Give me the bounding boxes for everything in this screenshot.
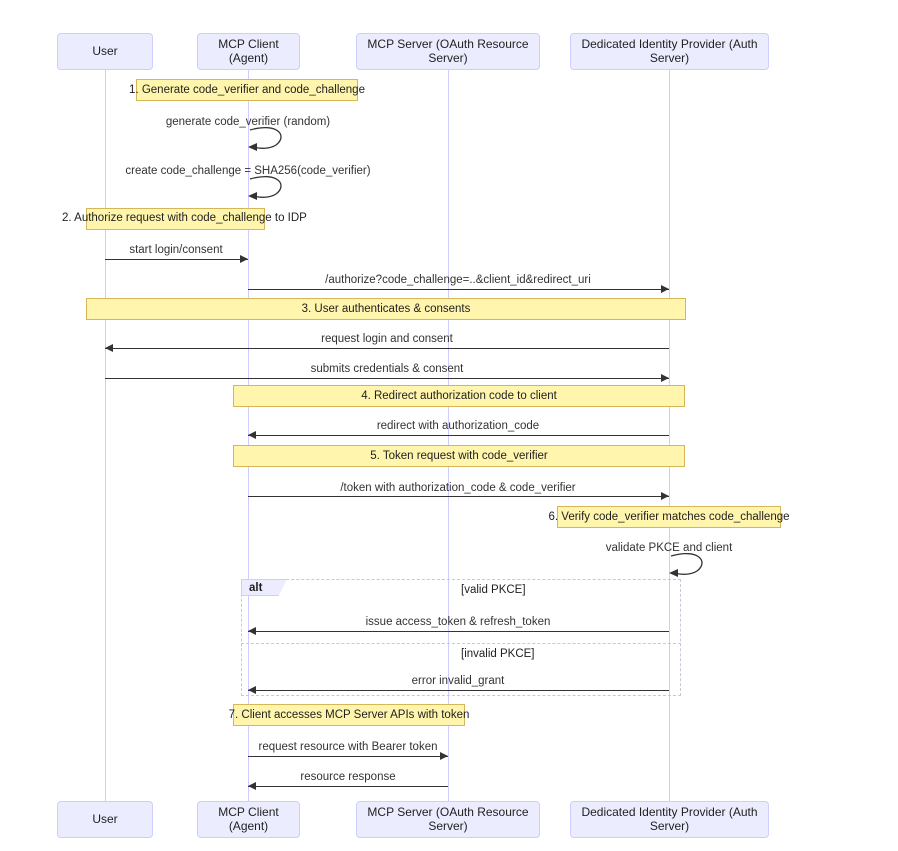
actor-label: Dedicated Identity Provider (Auth Server… <box>581 804 758 833</box>
message-line <box>248 496 669 497</box>
message-line <box>248 756 448 757</box>
message-label: generate code_verifier (random) <box>165 116 331 128</box>
fragment-label: alt <box>249 581 263 594</box>
message-label: issue access_token & refresh_token <box>365 616 551 628</box>
arrow-head-left <box>105 344 113 352</box>
message-line <box>248 786 448 787</box>
self-message-loop <box>669 553 703 577</box>
note-note3: 3. User authenticates & consents <box>86 298 686 320</box>
message-label: submits credentials & consent <box>310 363 464 375</box>
actor-label: MCP Client (Agent) <box>218 804 279 833</box>
self-message-loop <box>248 176 282 200</box>
arrow-head-left <box>248 431 256 439</box>
message-label: redirect with authorization_code <box>376 420 540 432</box>
fragment-alt <box>241 579 681 696</box>
note-text: 2. Authorize request with code_challenge… <box>62 212 307 224</box>
arrow-head-left <box>248 686 256 694</box>
message-label: error invalid_grant <box>411 675 505 687</box>
note-text: 6. Verify code_verifier matches code_cha… <box>548 511 790 523</box>
note-text: 3. User authenticates & consents <box>301 303 471 315</box>
self-message-loop <box>248 127 282 151</box>
actor-label: User <box>92 43 118 58</box>
message-label: resource response <box>300 771 396 783</box>
message-label: validate PKCE and client <box>605 542 733 554</box>
note-note2 <box>86 208 265 230</box>
note-text: 4. Redirect authorization code to client <box>361 390 557 402</box>
actor-box-user-top[interactable]: User <box>57 33 153 70</box>
message-line <box>248 690 669 691</box>
message-line <box>248 289 669 290</box>
lifeline-idp <box>669 70 670 801</box>
message-label: request resource with Bearer token <box>258 741 438 753</box>
note-text: 7. Client accesses MCP Server APIs with … <box>228 709 470 721</box>
note-text: 1. Generate code_verifier and code_chall… <box>129 84 365 96</box>
arrow-head-right <box>661 492 669 500</box>
message-label: /authorize?code_challenge=..&client_id&r… <box>325 274 591 286</box>
message-line <box>248 435 669 436</box>
message-line <box>105 259 248 260</box>
actor-box-client-bottom[interactable]: MCP Client (Agent) <box>197 801 300 838</box>
actor-label: User <box>92 811 118 826</box>
actor-label: MCP Server (OAuth Resource Server) <box>367 36 529 65</box>
note-note5: 5. Token request with code_verifier <box>233 445 685 467</box>
actor-box-client-top[interactable]: MCP Client (Agent) <box>197 33 300 70</box>
message-label: request login and consent <box>321 333 453 345</box>
message-label: create code_challenge = SHA256(code_veri… <box>125 165 371 177</box>
arrow-head-left <box>248 782 256 790</box>
arrow-head-right <box>661 285 669 293</box>
fragment-divider <box>241 643 681 644</box>
actor-box-server-bottom[interactable]: MCP Server (OAuth Resource Server) <box>356 801 540 838</box>
actor-box-server-top[interactable]: MCP Server (OAuth Resource Server) <box>356 33 540 70</box>
lifeline-user <box>105 70 106 801</box>
note-note4: 4. Redirect authorization code to client <box>233 385 685 407</box>
arrow-head-right <box>240 255 248 263</box>
message-label: /token with authorization_code & code_ve… <box>340 482 576 494</box>
message-line <box>105 348 669 349</box>
note-note6: 6. Verify code_verifier matches code_cha… <box>549 506 790 528</box>
message-line <box>248 631 669 632</box>
actor-label: Dedicated Identity Provider (Auth Server… <box>581 36 758 65</box>
actor-box-idp-top[interactable]: Dedicated Identity Provider (Auth Server… <box>570 33 769 70</box>
arrow-head-right <box>440 752 448 760</box>
message-label: start login/consent <box>129 244 223 256</box>
note-text: 5. Token request with code_verifier <box>370 450 548 462</box>
actor-box-idp-bottom[interactable]: Dedicated Identity Provider (Auth Server… <box>570 801 769 838</box>
arrow-head-left <box>248 627 256 635</box>
actor-label: MCP Client (Agent) <box>218 36 279 65</box>
note-note1: 1. Generate code_verifier and code_chall… <box>129 79 365 101</box>
actor-box-user-bottom[interactable]: User <box>57 801 153 838</box>
actor-label: MCP Server (OAuth Resource Server) <box>367 804 529 833</box>
message-line <box>105 378 669 379</box>
arrow-head-right <box>661 374 669 382</box>
note-note7: 7. Client accesses MCP Server APIs with … <box>229 704 469 726</box>
